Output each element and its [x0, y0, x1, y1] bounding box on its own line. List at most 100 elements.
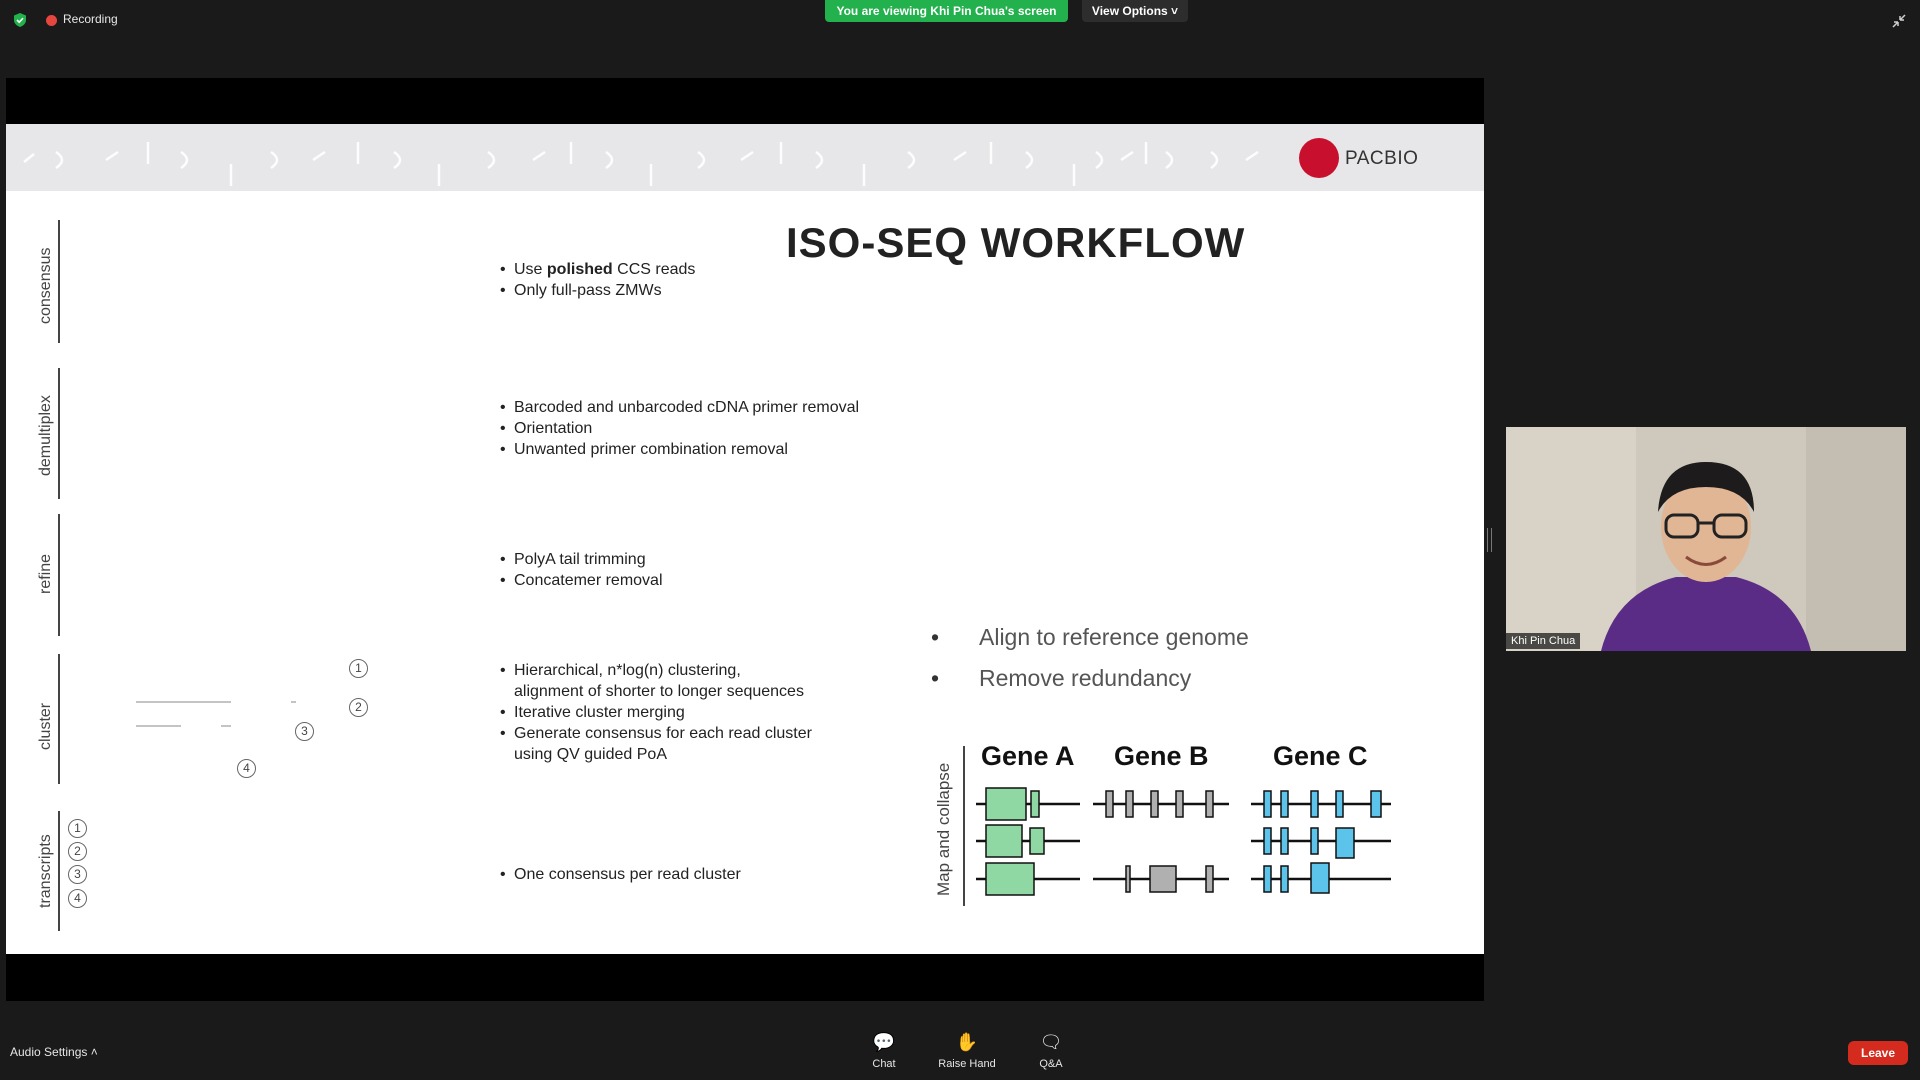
read-segment	[66, 444, 236, 453]
read-segment	[93, 870, 258, 879]
read-segment	[306, 321, 346, 330]
qa-label: Q&A	[1039, 1058, 1063, 1070]
view-options-button[interactable]: View Options ˅	[1082, 0, 1188, 22]
read-segment	[416, 258, 456, 267]
read-segment	[286, 296, 306, 305]
gene-c-title: Gene C	[1273, 741, 1368, 771]
read-segment	[66, 529, 341, 538]
gene-b-title: Gene B	[1114, 741, 1209, 771]
recording-dot-icon	[46, 15, 57, 26]
chat-button[interactable]: 💬 Chat	[854, 1032, 914, 1070]
read-segment	[276, 220, 316, 229]
read-segment	[66, 258, 96, 267]
pacbio-brand: PACBIO	[1345, 148, 1419, 169]
read-segment	[66, 617, 231, 626]
participant-video[interactable]	[1506, 427, 1906, 651]
read-segment	[66, 767, 231, 776]
read-segment	[96, 271, 276, 280]
read-segment	[96, 321, 116, 330]
map-and-collapse-label: Map and collapse	[934, 762, 953, 896]
read-segment	[66, 271, 96, 280]
stage-divider	[58, 514, 60, 636]
read-segment	[96, 333, 116, 342]
read-segment	[66, 296, 96, 305]
read-segment	[296, 283, 316, 292]
read-segment	[66, 333, 96, 342]
cluster-number-1: 1	[349, 659, 368, 678]
read-segment	[236, 482, 261, 491]
recording-label: Recording	[63, 12, 118, 26]
refine-bullets: PolyA tail trimming Concatemer removal	[500, 549, 663, 591]
demultiplex-bullets: Barcoded and unbarcoded cDNA primer remo…	[500, 397, 859, 460]
audio-settings-button[interactable]: Audio Settings ˄	[10, 1045, 98, 1059]
stage-divider	[58, 368, 60, 499]
transcript-number-3: 3	[68, 865, 87, 884]
leave-button[interactable]: Leave	[1848, 1041, 1908, 1065]
transcript-number-2: 2	[68, 842, 87, 861]
map-bullets: Align to reference genome Remove redunda…	[931, 624, 1249, 706]
read-segment	[316, 220, 476, 229]
read-segment	[66, 579, 231, 588]
read-segment	[236, 469, 261, 478]
read-segment	[66, 382, 346, 391]
read-segment	[436, 369, 461, 378]
slide-title: ISO-SEQ WORKFLOW	[786, 219, 1246, 266]
read-segment	[116, 258, 416, 267]
read-segment	[146, 233, 416, 242]
read-segment	[276, 308, 296, 317]
read-segment	[476, 220, 501, 229]
read-segment	[236, 457, 261, 466]
read-segment	[236, 419, 261, 428]
read-segment	[66, 604, 231, 613]
security-shield-icon[interactable]	[12, 12, 28, 28]
stage-divider	[58, 811, 60, 931]
read-segment	[416, 233, 456, 242]
read-segment	[296, 271, 316, 280]
read-segment	[386, 246, 406, 255]
raise-hand-button[interactable]: ✋ Raise Hand	[937, 1032, 997, 1070]
viewing-banner: You are viewing Khi Pin Chua's screen	[825, 0, 1068, 22]
read-segment	[116, 246, 386, 255]
read-segment	[66, 457, 236, 466]
read-segment	[296, 308, 346, 317]
participant-avatar-image	[1506, 427, 1906, 651]
consensus-bullets: Use polished CCS reads Only full-pass ZM…	[500, 259, 695, 301]
read-segment	[116, 333, 296, 342]
read-segment	[96, 233, 116, 242]
cluster-number-2: 2	[349, 698, 368, 717]
read-segment	[501, 220, 536, 229]
cluster-number-4: 4	[237, 759, 256, 778]
read-segment	[346, 407, 371, 416]
read-segment	[106, 220, 276, 229]
stage-divider	[58, 654, 60, 784]
read-segment	[276, 271, 296, 280]
read-segment	[296, 710, 306, 719]
read-segment	[116, 308, 276, 317]
read-segment	[66, 754, 231, 763]
panel-resize-handle[interactable]	[1487, 528, 1492, 552]
raise-hand-icon: ✋	[955, 1032, 979, 1052]
read-segment	[231, 710, 291, 719]
reads-graphic	[66, 220, 536, 902]
read-segment	[66, 419, 236, 428]
exit-fullscreen-icon[interactable]	[1890, 12, 1908, 30]
read-segment	[93, 847, 258, 856]
read-segment	[93, 824, 368, 833]
read-segment	[66, 542, 341, 551]
read-segment	[316, 271, 346, 280]
read-segment	[316, 697, 346, 706]
read-segment	[66, 233, 96, 242]
gene-models	[976, 787, 1391, 896]
stage-divider	[58, 220, 60, 343]
read-segment	[316, 710, 346, 719]
read-segment	[66, 220, 106, 229]
read-segment	[96, 246, 116, 255]
read-segment	[236, 444, 261, 453]
read-segment	[116, 233, 146, 242]
read-segment	[66, 592, 231, 601]
read-segment	[306, 296, 346, 305]
read-segment	[181, 722, 221, 731]
pacbio-logo-icon	[1299, 138, 1339, 178]
qa-button[interactable]: 🗨 Q&A	[1021, 1032, 1081, 1070]
read-segment	[96, 308, 116, 317]
